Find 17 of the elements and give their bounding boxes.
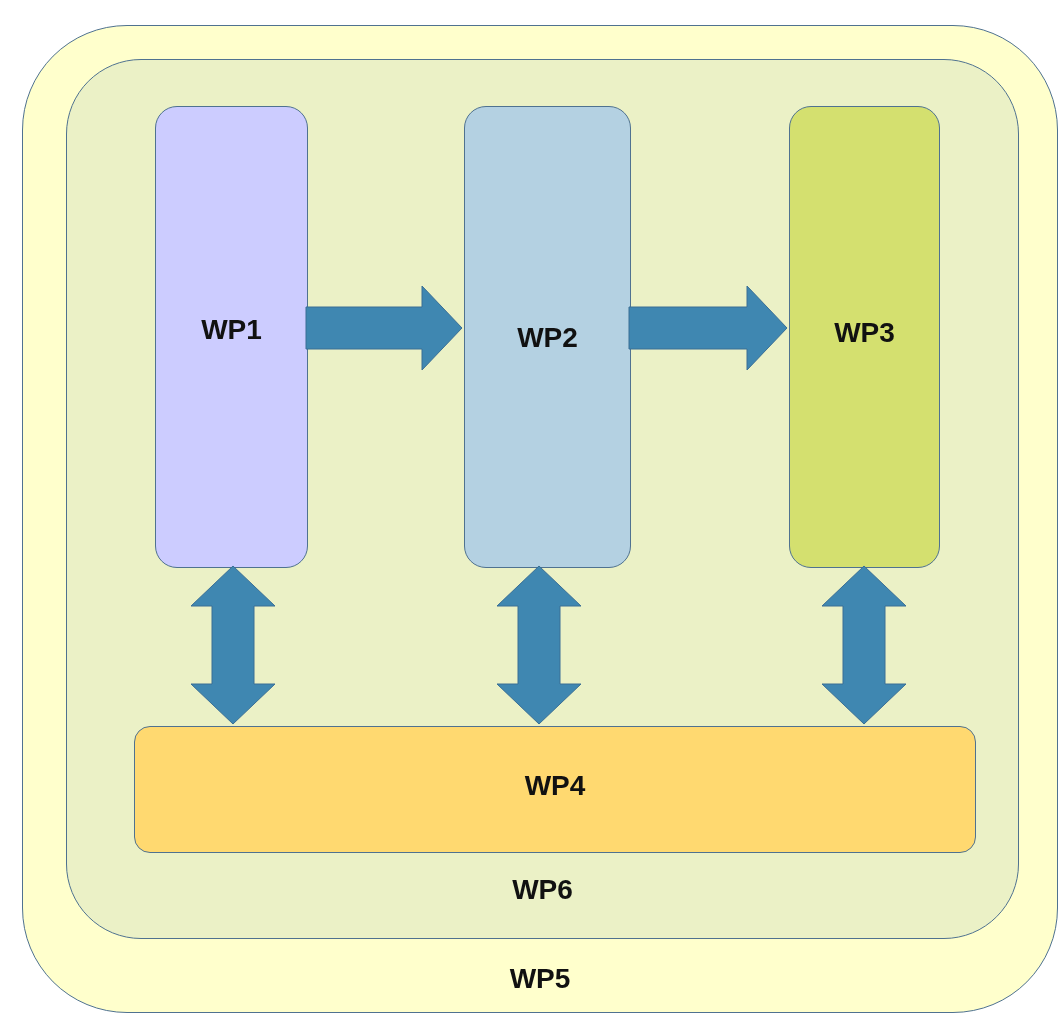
box-label: WP3 xyxy=(833,317,896,349)
box-label: WP6 xyxy=(511,874,574,906)
block-arrow xyxy=(628,285,788,371)
block-arrow xyxy=(496,565,582,725)
box-label: WP1 xyxy=(200,314,263,346)
block-arrow xyxy=(821,565,907,725)
rounded-box xyxy=(155,106,308,568)
box-label: WP2 xyxy=(516,322,579,354)
rounded-box xyxy=(22,25,1058,1013)
block-arrow xyxy=(305,285,463,371)
rounded-box xyxy=(134,726,976,853)
rounded-box xyxy=(464,106,631,568)
box-label: WP5 xyxy=(508,963,572,995)
box-label: WP4 xyxy=(523,770,587,802)
block-arrow xyxy=(190,565,276,725)
rounded-box xyxy=(789,106,940,568)
rounded-box xyxy=(66,59,1019,939)
